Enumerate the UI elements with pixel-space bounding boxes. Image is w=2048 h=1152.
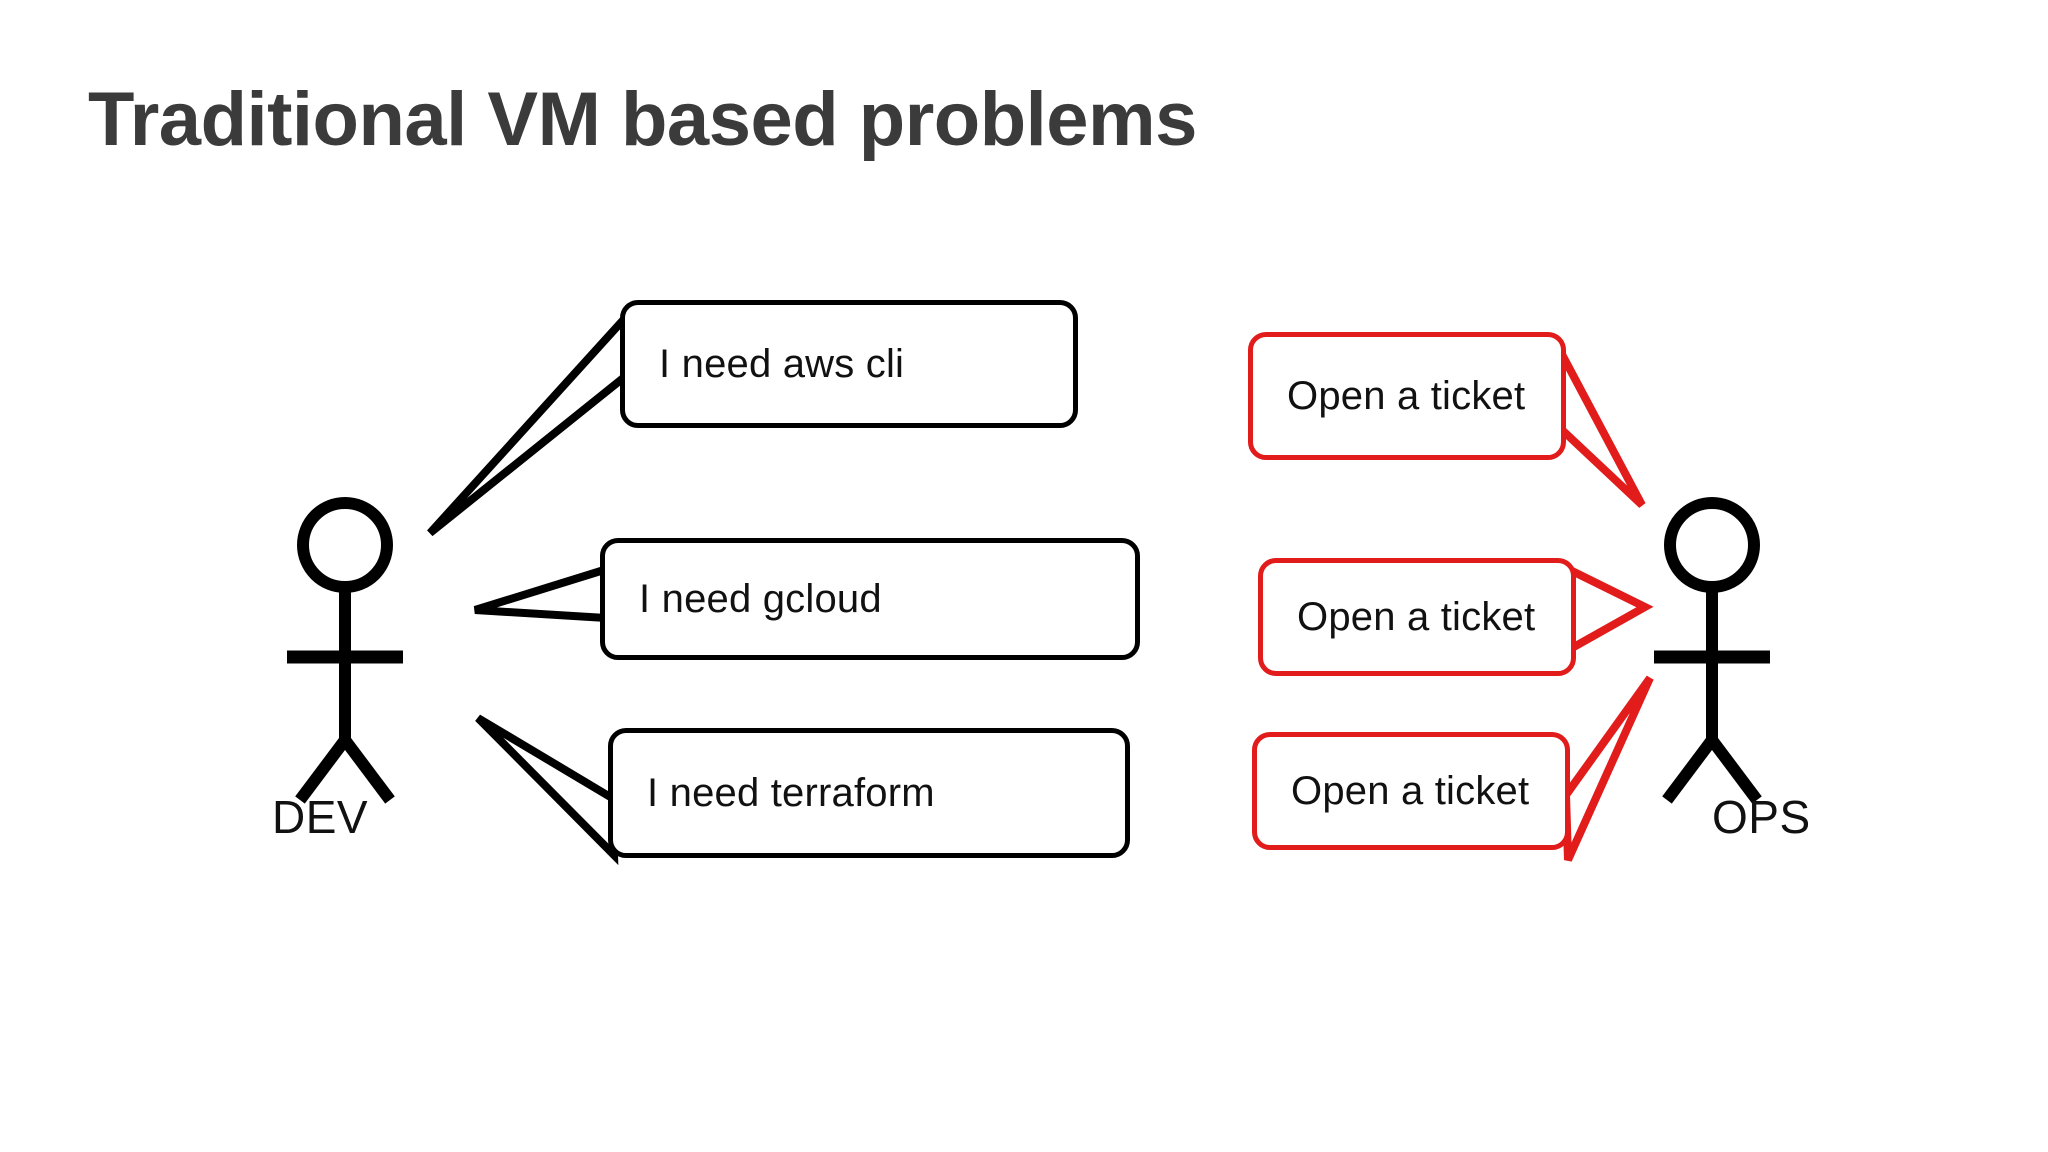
tail-gcloud: [473, 564, 611, 623]
dev-stick-figure-icon: [287, 497, 403, 804]
bubble-dev-request-2[interactable]: I need gcloud: [600, 538, 1140, 660]
actor-label-ops: OPS: [1712, 791, 1811, 843]
bubble-dev-request-3[interactable]: I need terraform: [608, 728, 1130, 858]
bubble-ops-response-3[interactable]: Open a ticket: [1252, 732, 1570, 850]
ops-stick-figure-icon: [1654, 497, 1770, 804]
bubble-label: I need gcloud: [639, 576, 882, 621]
bubble-label: Open a ticket: [1287, 373, 1526, 418]
bubble-dev-request-1[interactable]: I need aws cli: [620, 300, 1078, 428]
tail-ticket-bottom: [1561, 675, 1654, 862]
bubble-ops-response-2[interactable]: Open a ticket: [1258, 558, 1576, 676]
tail-ticket-top: [1553, 343, 1646, 508]
bubble-label: Open a ticket: [1297, 594, 1536, 639]
tail-ticket-middle: [1565, 563, 1654, 655]
bubble-label: Open a ticket: [1291, 768, 1530, 813]
tail-aws-cli: [427, 308, 632, 537]
bubble-label: I need aws cli: [659, 341, 905, 386]
actor-label-dev: DEV: [272, 791, 369, 843]
tail-terraform: [475, 714, 619, 866]
bubble-ops-response-1[interactable]: Open a ticket: [1248, 332, 1566, 460]
page-title: Traditional VM based problems: [88, 77, 1197, 162]
bubble-label: I need terraform: [647, 770, 935, 815]
